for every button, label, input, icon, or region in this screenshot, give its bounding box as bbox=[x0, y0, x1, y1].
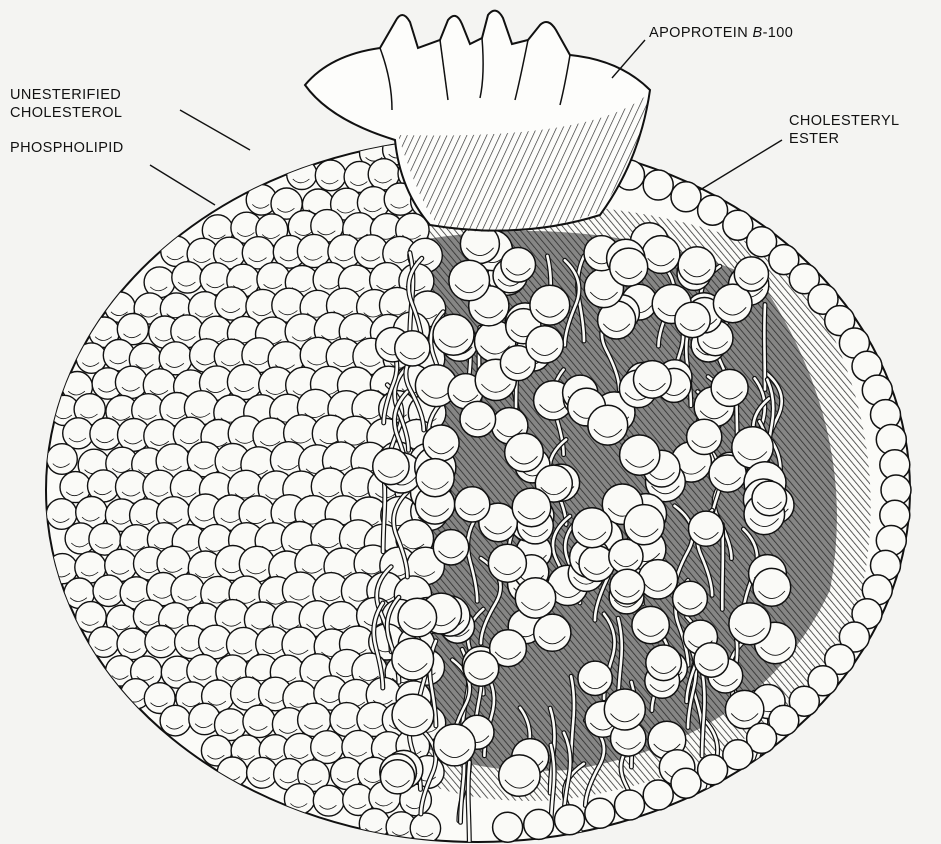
inner-bead bbox=[588, 405, 628, 445]
inner-bead bbox=[634, 361, 672, 399]
shell-bead bbox=[217, 757, 247, 787]
rim-bead bbox=[698, 755, 728, 785]
shell-bead bbox=[215, 287, 248, 320]
shell-bead bbox=[89, 627, 120, 658]
inner-bead bbox=[610, 569, 645, 604]
rim-bead bbox=[615, 790, 645, 820]
inner-bead bbox=[433, 314, 474, 355]
inner-bead bbox=[687, 419, 722, 454]
inner-bead bbox=[488, 544, 526, 582]
inner-bead bbox=[530, 285, 570, 325]
inner-bead bbox=[624, 505, 664, 545]
label-apoprotein-b100: APOPROTEIN B-100 bbox=[649, 24, 793, 42]
label-cholesteryl-ester: CHOLESTERYL ESTER bbox=[789, 112, 900, 148]
shell-bead bbox=[284, 784, 314, 814]
inner-bead bbox=[689, 511, 724, 546]
label-apoprotein-prefix: APOPROTEIN bbox=[649, 25, 753, 41]
shell-bead bbox=[227, 365, 262, 400]
inner-bead bbox=[392, 638, 434, 680]
shell-bead bbox=[115, 366, 147, 398]
inner-bead bbox=[434, 724, 476, 766]
inner-bead bbox=[729, 603, 771, 645]
inner-bead bbox=[515, 578, 555, 618]
inner-bead bbox=[604, 689, 645, 730]
inner-bead bbox=[423, 425, 459, 461]
inner-bead bbox=[620, 435, 660, 475]
inner-bead bbox=[398, 598, 437, 637]
inner-bead bbox=[673, 581, 708, 616]
label-cholesteryl-line1: CHOLESTERYL bbox=[789, 112, 900, 130]
shell-bead bbox=[311, 731, 344, 764]
leader-cholesteryl-ester bbox=[700, 140, 782, 190]
shell-bead bbox=[172, 262, 203, 293]
inner-bead bbox=[632, 606, 669, 643]
inner-bead bbox=[460, 401, 496, 437]
inner-bead bbox=[501, 247, 536, 282]
inner-bead bbox=[610, 248, 648, 286]
inner-bead bbox=[433, 530, 468, 565]
shell-bead bbox=[313, 785, 344, 816]
inner-bead bbox=[395, 331, 430, 366]
rim-bead bbox=[555, 805, 585, 835]
inner-bead bbox=[464, 651, 499, 686]
shell-bead bbox=[160, 705, 191, 736]
inner-bead bbox=[373, 448, 409, 484]
rim-bead bbox=[643, 780, 673, 810]
inner-bead bbox=[711, 369, 748, 406]
inner-bead bbox=[578, 661, 612, 695]
inner-bead bbox=[499, 755, 540, 796]
inner-bead bbox=[734, 257, 768, 291]
inner-bead bbox=[512, 488, 551, 527]
inner-bead bbox=[753, 568, 791, 606]
inner-bead bbox=[534, 614, 571, 651]
inner-bead bbox=[505, 433, 544, 472]
shell-bead bbox=[243, 705, 275, 737]
shell-bead bbox=[287, 159, 317, 189]
shell-bead bbox=[47, 444, 78, 475]
inner-bead bbox=[455, 487, 490, 522]
rim-bead bbox=[585, 798, 615, 828]
inner-bead bbox=[678, 247, 716, 285]
inner-bead bbox=[675, 302, 710, 337]
rim-bead bbox=[671, 768, 701, 798]
leader-phospholipid bbox=[150, 165, 215, 205]
label-apoprotein-italic: B bbox=[753, 25, 763, 41]
rim-bead bbox=[671, 182, 701, 212]
shell-bead bbox=[315, 160, 346, 191]
inner-bead bbox=[449, 260, 490, 301]
inner-bead bbox=[392, 694, 434, 736]
rim-bead bbox=[524, 809, 554, 839]
shell-bead bbox=[247, 757, 278, 788]
inner-bead bbox=[526, 326, 563, 363]
rim-bead bbox=[493, 812, 523, 842]
inner-bead bbox=[572, 508, 612, 548]
inner-bead bbox=[646, 645, 682, 681]
inner-bead bbox=[416, 459, 454, 497]
label-unesterified-cholesterol: UNESTERIFIED CHOLESTEROL bbox=[10, 86, 122, 122]
shell-bead bbox=[117, 628, 148, 659]
label-cholesteryl-line2: ESTER bbox=[789, 130, 900, 148]
label-unesterified-line1: UNESTERIFIED bbox=[10, 86, 122, 104]
label-apoprotein-suffix: -100 bbox=[763, 25, 794, 41]
inner-bead bbox=[380, 760, 414, 794]
label-unesterified-line2: CHOLESTEROL bbox=[10, 104, 122, 122]
shell-bead bbox=[145, 626, 177, 658]
rim-bead bbox=[643, 170, 673, 200]
inner-bead bbox=[694, 643, 728, 677]
leader-cholesterol bbox=[180, 110, 250, 150]
inner-bead bbox=[752, 481, 787, 516]
label-phospholipid: PHOSPHOLIPID bbox=[10, 139, 124, 157]
